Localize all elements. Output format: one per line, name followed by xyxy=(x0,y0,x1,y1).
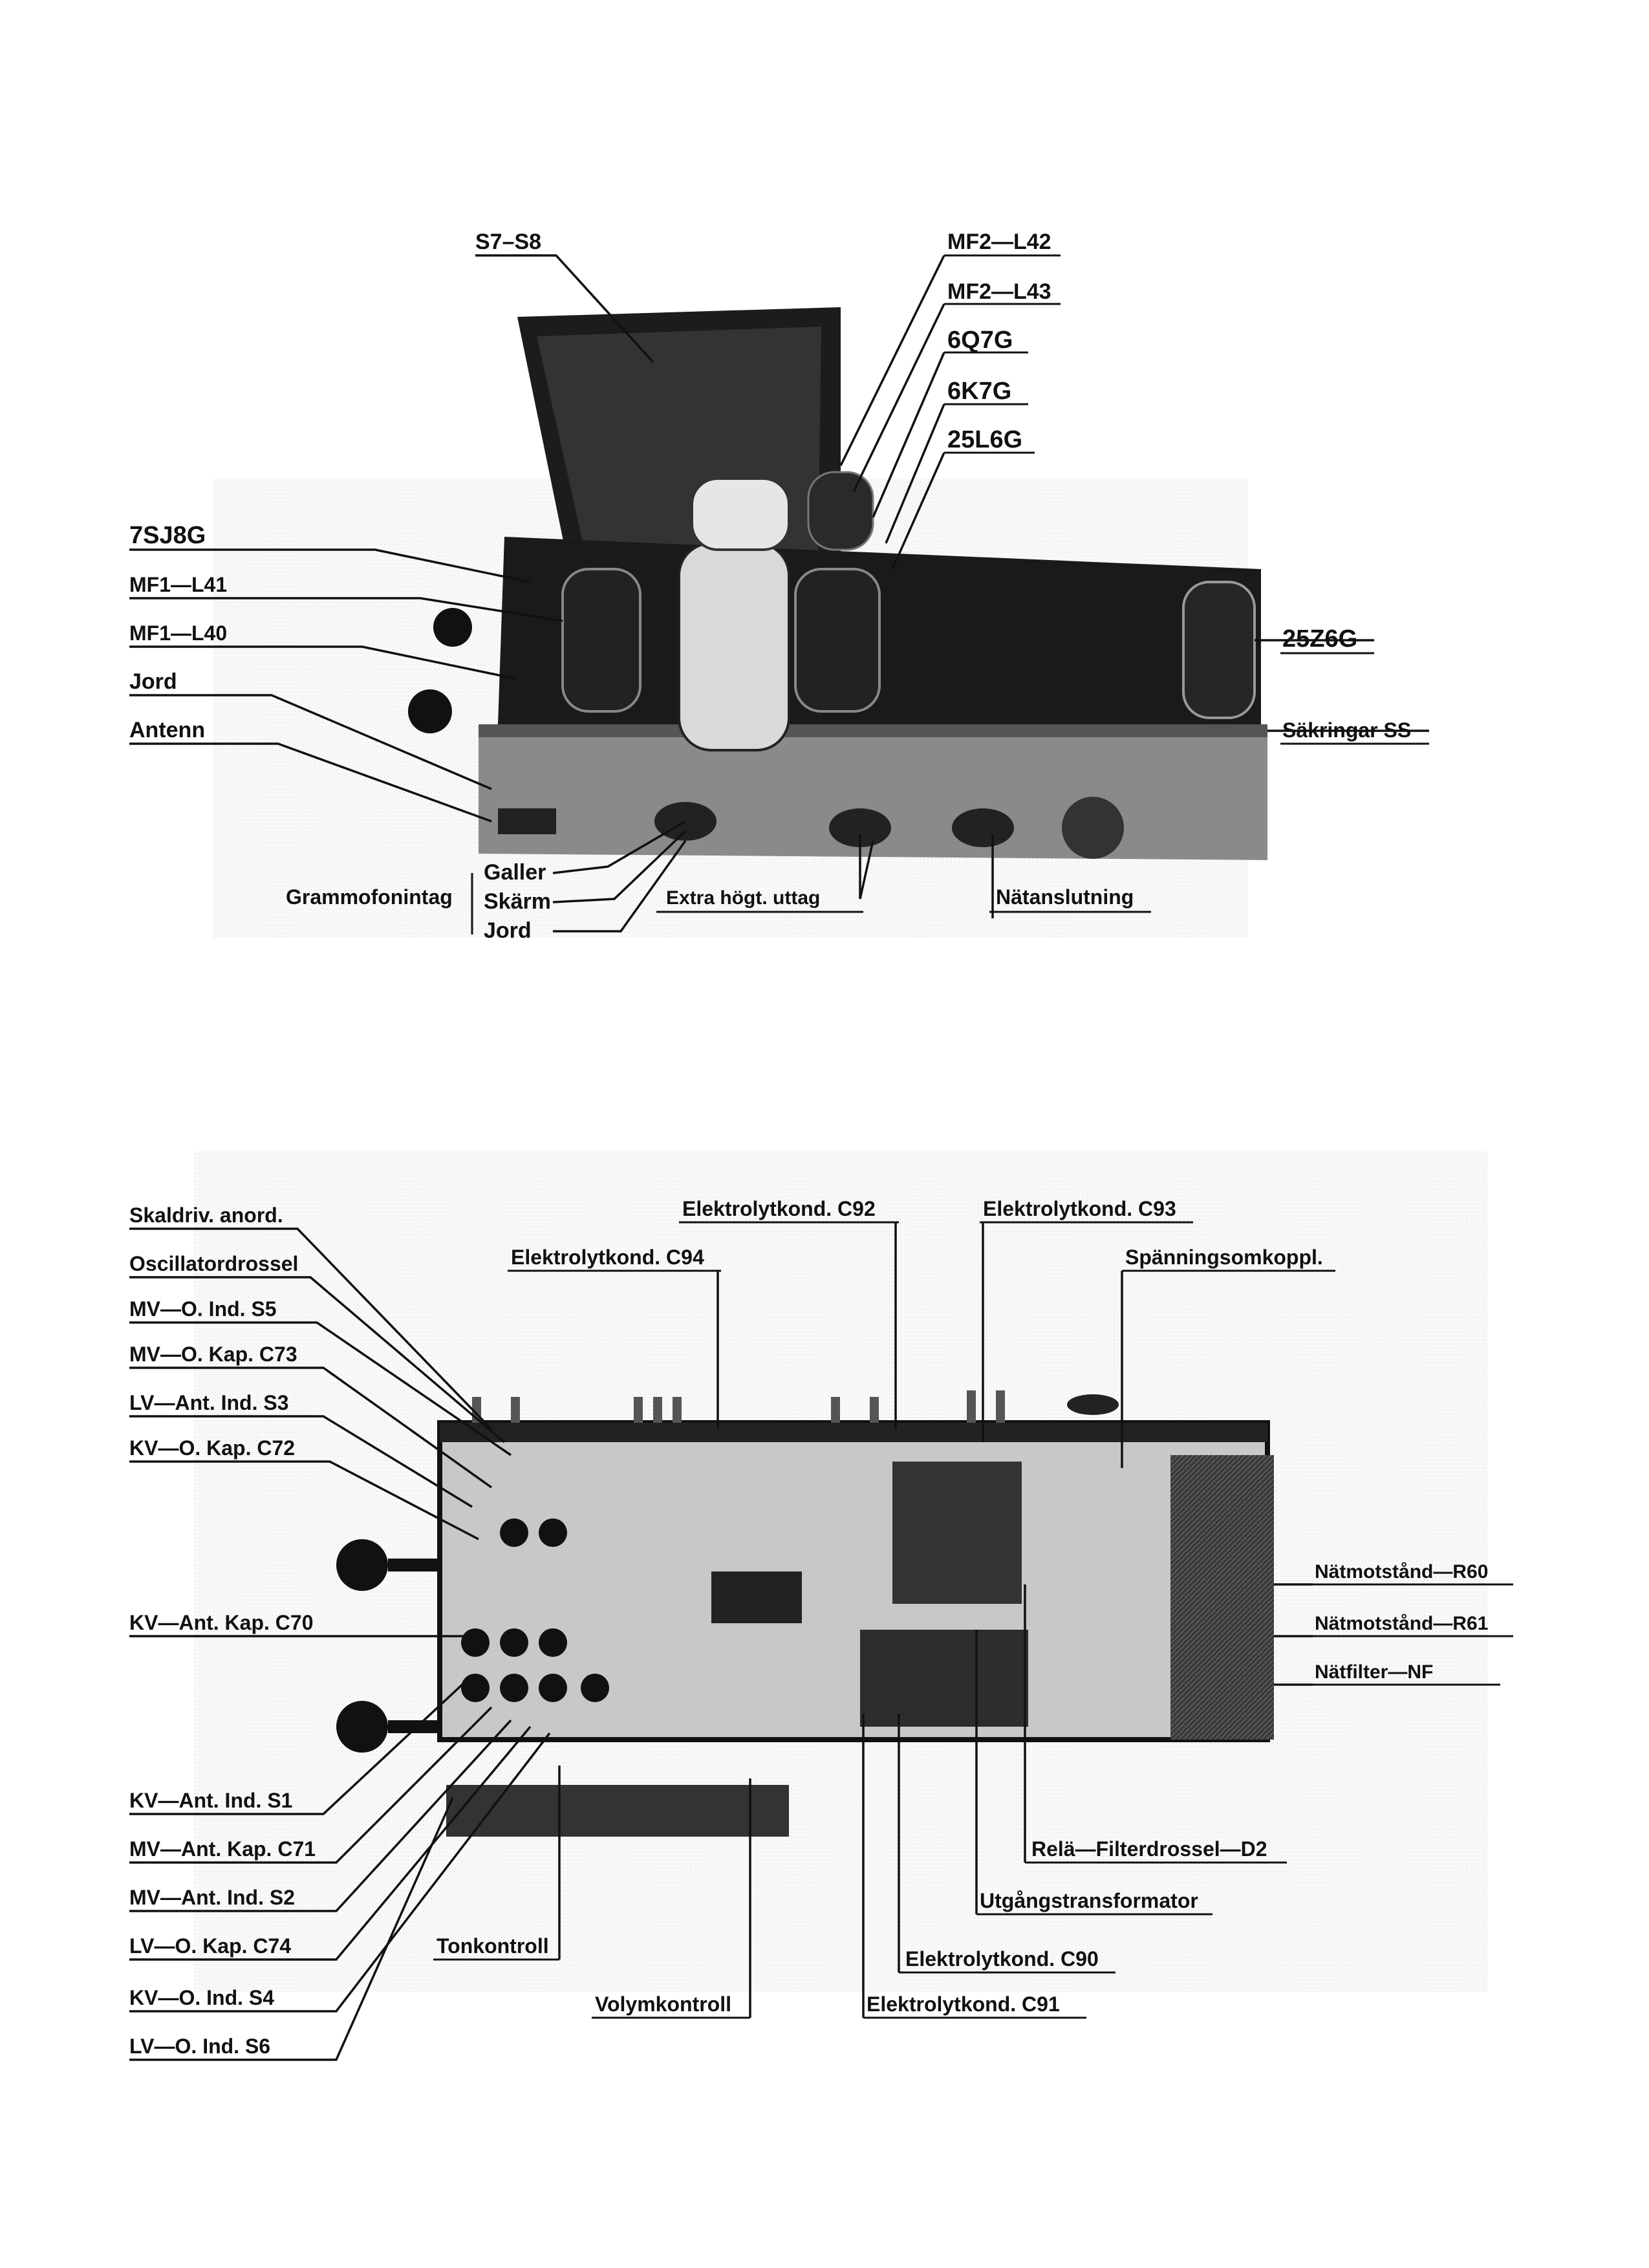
label-lv-ant-ind-s3: LV—Ant. Ind. S3 xyxy=(129,1391,289,1414)
label-galler: Galler xyxy=(484,860,546,885)
label-rela-filterdrossel: Relä—Filterdrossel—D2 xyxy=(1031,1837,1267,1861)
label-25l6g: 25L6G xyxy=(947,426,1022,453)
label-tonkontroll: Tonkontroll xyxy=(436,1934,549,1958)
label-elektrolytkond-c90: Elektrolytkond. C90 xyxy=(905,1947,1099,1971)
label-elektrolytkond-c94: Elektrolytkond. C94 xyxy=(511,1246,704,1269)
label-elektrolytkond-c91: Elektrolytkond. C91 xyxy=(867,1993,1060,2016)
label-sakringar: Säkringar SS xyxy=(1282,718,1411,742)
bottom-photo xyxy=(194,1151,1487,1992)
bottom-underlines xyxy=(129,1221,1513,2061)
label-natfilter-nf: Nätfilter—NF xyxy=(1315,1661,1433,1683)
top-photo xyxy=(213,307,1267,938)
label-25z6g: 25Z6G xyxy=(1282,625,1357,653)
label-jord: Jord xyxy=(129,669,177,694)
label-s7-s8: S7–S8 xyxy=(475,230,541,254)
label-volymkontroll: Volymkontroll xyxy=(595,1993,731,2016)
label-lv-o-kap-c74: LV—O. Kap. C74 xyxy=(129,1934,291,1958)
label-elektrolytkond-c92: Elektrolytkond. C92 xyxy=(682,1197,876,1220)
label-natmotstand-r60: Nätmotstånd—R60 xyxy=(1315,1561,1488,1582)
label-oscillatordrossel: Oscillatordrossel xyxy=(129,1252,298,1275)
label-mf1-l41: MF1—L41 xyxy=(129,573,227,596)
label-mf1-l40: MF1—L40 xyxy=(129,621,227,645)
label-natanslutning: Nätanslutning xyxy=(996,885,1134,909)
label-utgangstransformator: Utgångstransformator xyxy=(980,1889,1198,1912)
label-kv-ant-ind-s1: KV—Ant. Ind. S1 xyxy=(129,1789,292,1812)
label-kv-o-ind-s4: KV—O. Ind. S4 xyxy=(129,1986,274,2009)
top-underlines xyxy=(129,254,1429,934)
label-skaldriv: Skaldriv. anord. xyxy=(129,1204,283,1227)
label-7sj8g: 7SJ8G xyxy=(129,522,206,549)
label-6k7g: 6K7G xyxy=(947,378,1011,405)
label-antenn: Antenn xyxy=(129,718,205,742)
label-6q7g: 6Q7G xyxy=(947,327,1013,354)
label-extra-hogt-uttag: Extra högt. uttag xyxy=(666,887,820,909)
top-label-texts: S7–S8 MF2—L42 MF2—L43 6Q7G 6K7G 25L6G 7S… xyxy=(129,230,1411,943)
label-mv-o-kap-c73: MV—O. Kap. C73 xyxy=(129,1343,297,1366)
label-lv-o-ind-s6: LV—O. Ind. S6 xyxy=(129,2035,270,2058)
label-spanningsomkoppl: Spänningsomkoppl. xyxy=(1125,1246,1323,1269)
label-grammofonintag: Grammofonintag xyxy=(286,885,453,909)
label-mv-o-ind-s5: MV—O. Ind. S5 xyxy=(129,1297,277,1321)
bottom-label-texts: Skaldriv. anord. Oscillatordrossel MV—O.… xyxy=(129,1197,1488,2058)
label-kv-o-kap-c72: KV—O. Kap. C72 xyxy=(129,1436,295,1460)
label-mv-ant-ind-s2: MV—Ant. Ind. S2 xyxy=(129,1886,295,1909)
label-mf2-l42: MF2—L42 xyxy=(947,230,1051,254)
label-mv-ant-kap-c71: MV—Ant. Kap. C71 xyxy=(129,1837,316,1861)
label-natmotstand-r61: Nätmotstånd—R61 xyxy=(1315,1613,1488,1634)
label-jord-2: Jord xyxy=(484,918,532,943)
label-kv-ant-kap-c70: KV—Ant. Kap. C70 xyxy=(129,1611,313,1634)
label-elektrolytkond-c93: Elektrolytkond. C93 xyxy=(983,1197,1176,1220)
label-mf2-l43: MF2—L43 xyxy=(947,279,1051,304)
label-skarm: Skärm xyxy=(484,889,551,914)
